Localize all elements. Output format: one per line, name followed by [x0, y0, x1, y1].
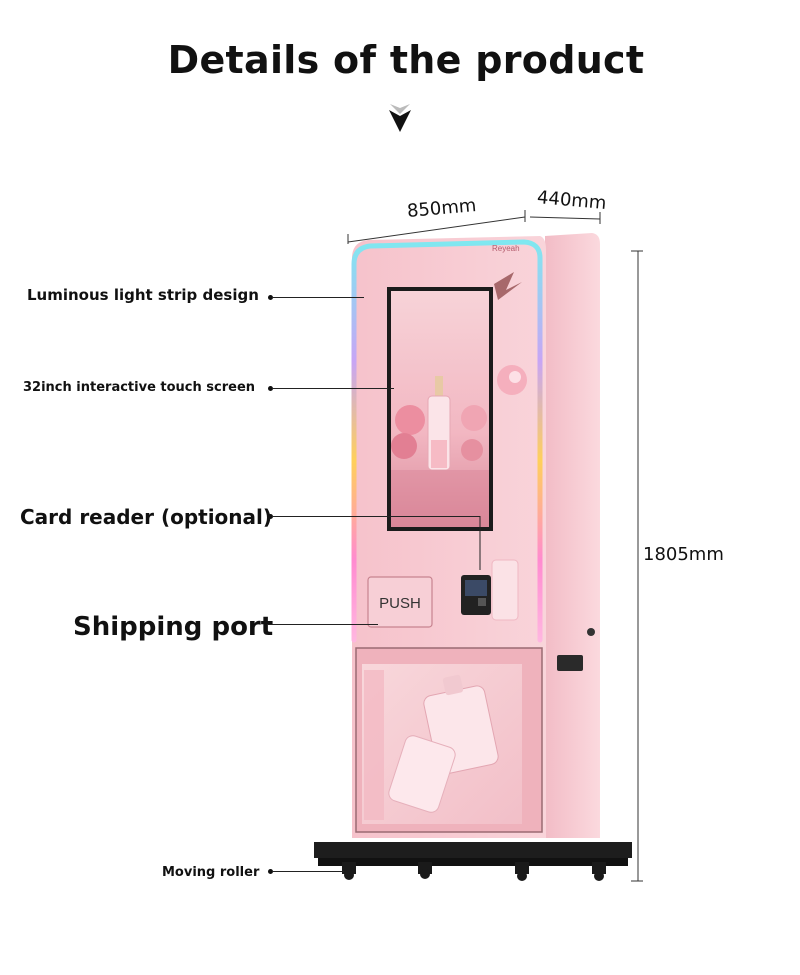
callout-shipping-port: Shipping port	[73, 612, 274, 642]
push-label: PUSH	[379, 595, 421, 612]
leader-line	[272, 388, 394, 389]
leader-dot	[268, 869, 273, 874]
callout-touch-screen: 32inch interactive touch screen	[23, 380, 256, 395]
chevron-down-icon	[389, 104, 411, 132]
leader-line	[272, 871, 344, 872]
leader-line	[272, 297, 364, 298]
callout-card-reader: Card reader (optional)	[20, 505, 273, 529]
leader-line	[272, 516, 480, 517]
height-dimension: 1805mm	[643, 544, 724, 565]
callout-moving-roller: Moving roller	[162, 865, 260, 880]
leader-dot	[268, 295, 273, 300]
leader-line	[268, 624, 378, 625]
page-title: Details of the product	[167, 38, 645, 82]
leader-dot	[268, 386, 273, 391]
brand-logo: Reyeah	[492, 244, 520, 253]
leader-dot	[268, 514, 273, 519]
callout-light-strip: Luminous light strip design	[27, 286, 259, 304]
